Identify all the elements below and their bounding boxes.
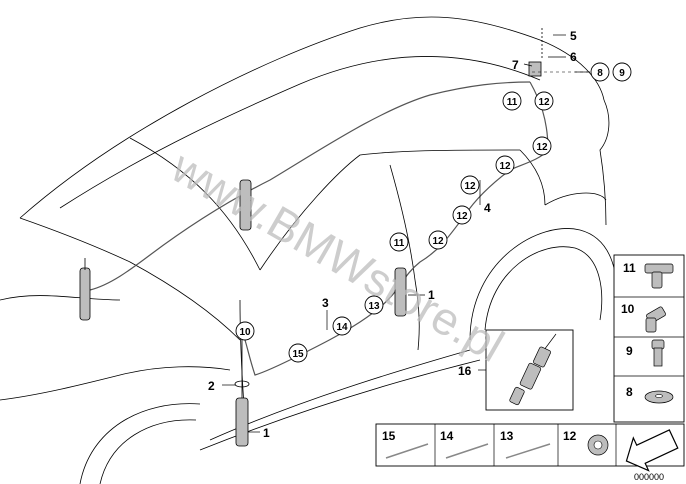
strip-label-13: 13 xyxy=(500,429,514,443)
callout-10: 10 xyxy=(239,327,251,338)
strip-label-12: 12 xyxy=(563,429,577,443)
callout-11-a: 11 xyxy=(507,97,518,108)
panel-label-10: 10 xyxy=(621,302,635,316)
circled-callouts xyxy=(235,62,632,363)
label-1: 1 xyxy=(263,426,270,440)
callout-14: 14 xyxy=(336,322,348,333)
detail-box-16: 16 xyxy=(458,329,574,411)
callout-15: 15 xyxy=(292,349,304,360)
callout-12-e: 12 xyxy=(456,211,468,222)
parts-panel: 11 10 9 8 xyxy=(613,254,685,423)
label-7: 7 xyxy=(512,58,519,72)
bottom-parts-strip: 15 14 13 12 xyxy=(375,423,685,472)
panel-label-11: 11 xyxy=(623,261,636,275)
cable-tie-14-icon xyxy=(445,443,489,459)
callout-12-f: 12 xyxy=(432,236,444,247)
panel-label-9: 9 xyxy=(626,344,633,358)
antenna-amplifier-roof xyxy=(239,179,252,231)
bolt-icon xyxy=(651,339,665,367)
strip-label-15: 15 xyxy=(382,429,396,443)
panel-label-8: 8 xyxy=(626,385,633,399)
callout-9: 9 xyxy=(619,68,625,79)
label-6: 6 xyxy=(570,50,577,64)
antenna-amplifier-pillar-left xyxy=(79,258,91,321)
callout-13: 13 xyxy=(368,301,380,312)
callout-8: 8 xyxy=(597,68,603,79)
antenna-amplifier-b-pillar xyxy=(394,267,407,317)
label-16: 16 xyxy=(458,364,472,378)
callout-12-b: 12 xyxy=(536,142,548,153)
washer-icon xyxy=(644,390,674,404)
label-5: 5 xyxy=(570,29,577,43)
label-2: 2 xyxy=(208,379,215,393)
label-4: 4 xyxy=(484,201,491,215)
cable-connector-part xyxy=(509,333,557,406)
callout-11-b: 11 xyxy=(394,238,405,249)
t-connector-icon xyxy=(644,263,674,289)
elbow-connector-icon xyxy=(645,306,666,333)
cable-tie-13-icon xyxy=(505,443,551,459)
diagram-reference-number: 000000 xyxy=(634,472,664,482)
antenna-amplifier-door xyxy=(234,338,250,447)
label-3: 3 xyxy=(322,296,329,310)
cable-clip-icon xyxy=(587,434,609,456)
label-1-b: 1 xyxy=(428,288,435,302)
cable-tie-15-icon xyxy=(385,443,429,459)
strip-label-14: 14 xyxy=(440,429,454,443)
callout-labels: 11 12 12 12 12 12 12 11 13 14 15 10 8 9 xyxy=(239,68,625,360)
leader-lines xyxy=(222,34,590,433)
callout-12-a: 12 xyxy=(538,97,550,108)
plain-labels: 5 6 7 4 1 3 2 1 xyxy=(208,29,577,440)
arrow-orientation-icon xyxy=(625,429,679,472)
callout-12-c: 12 xyxy=(499,161,511,172)
callout-12-d: 12 xyxy=(464,181,476,192)
